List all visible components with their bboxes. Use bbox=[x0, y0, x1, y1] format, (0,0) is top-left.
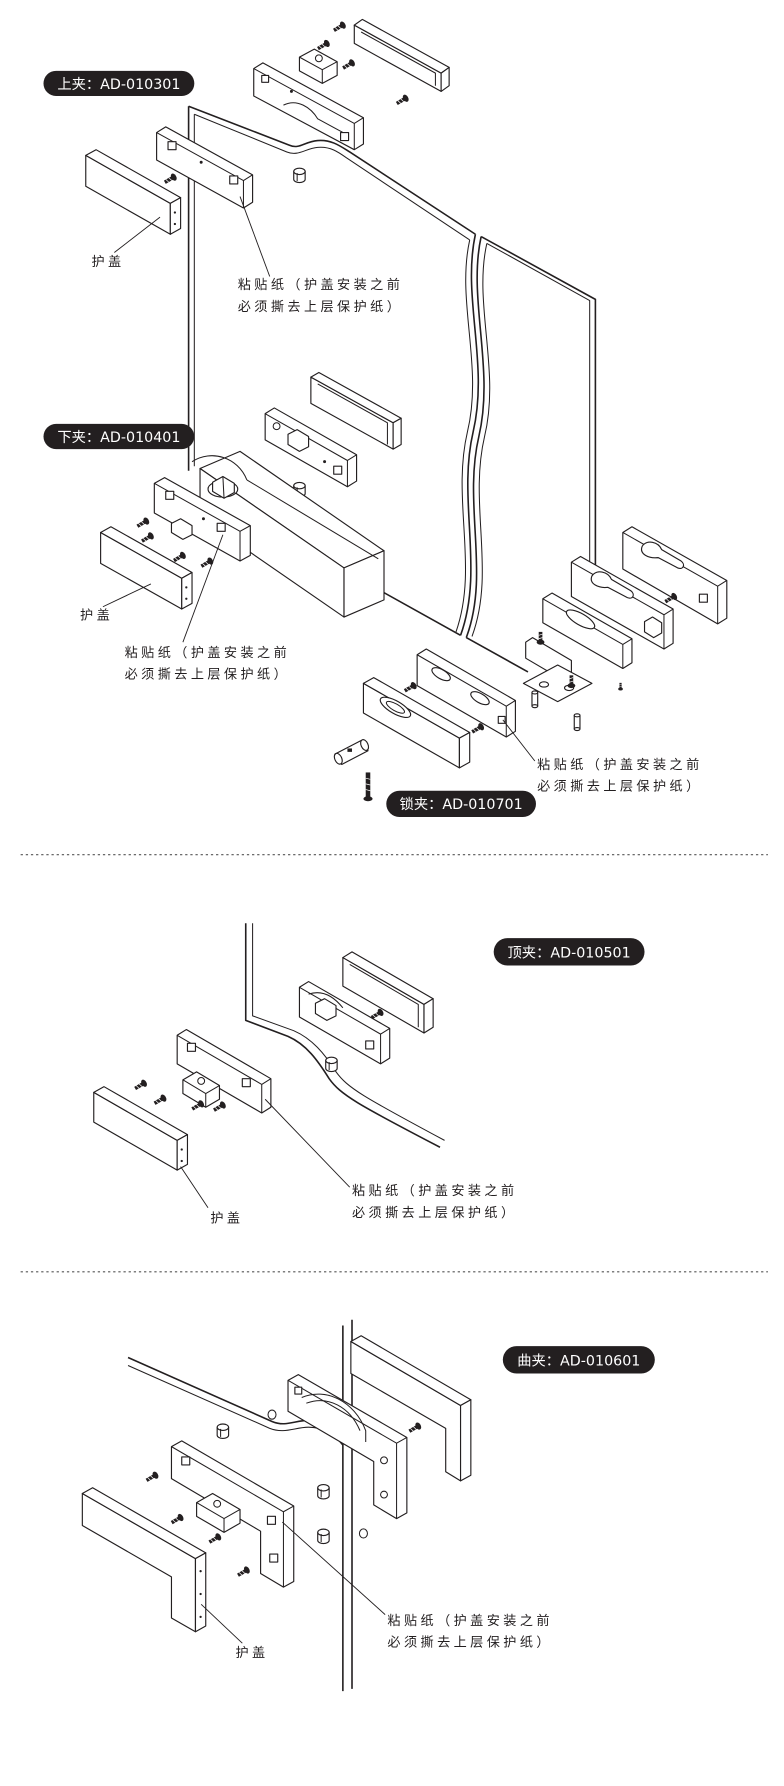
bottom-sticker-note-line-1: 粘贴纸（护盖安装之前 bbox=[125, 644, 291, 661]
screw-icon bbox=[331, 20, 348, 34]
screw-icon bbox=[152, 1093, 168, 1107]
screw-icon bbox=[144, 1470, 160, 1485]
glass-pin-knob-icon bbox=[293, 167, 306, 184]
bottom-clamp-inner-plate bbox=[153, 477, 251, 562]
corner-patch-label: 曲夹：AD-010601 bbox=[502, 1346, 655, 1374]
top-patch-cover-caption: 护盖 bbox=[210, 1211, 243, 1227]
top-clamp-label-text: 上夹：AD-010301 bbox=[57, 76, 180, 93]
lock-keeper-plate bbox=[570, 555, 674, 650]
floor-patch-box bbox=[191, 450, 385, 618]
cover-leader-line bbox=[200, 1603, 243, 1644]
pin-icon bbox=[531, 690, 539, 709]
screw-icon bbox=[235, 1565, 252, 1579]
screw-icon bbox=[207, 1531, 223, 1546]
cover-leader-line bbox=[180, 1166, 209, 1209]
section-1-door-assembly: 上夹：AD-010301 护盖 粘贴纸（护盖安装之前 必须撕去上层保护纸） bbox=[43, 18, 728, 818]
sticker-leader-line bbox=[281, 1521, 386, 1615]
pin-icon bbox=[573, 713, 581, 732]
top-sticker-note-line-1: 粘贴纸（护盖安装之前 bbox=[238, 276, 404, 293]
top-clamp-outer-cover bbox=[353, 18, 450, 92]
screw-icon bbox=[162, 172, 179, 186]
sticker-leader-line bbox=[182, 534, 224, 643]
screw-icon bbox=[135, 516, 151, 530]
corner-patch-sticker-note-line-2: 必须撕去上层保护纸） bbox=[387, 1635, 553, 1651]
section-2-top-patch-assembly: 顶夹：AD-010501 粘贴纸（护盖安装之前 必须撕去上层保护纸） 护盖 bbox=[93, 923, 645, 1227]
bottom-clamp-outer-cover bbox=[310, 371, 402, 450]
bottom-clamp-label: 下夹：AD-010401 bbox=[43, 423, 195, 450]
top-clamp-pivot-block bbox=[298, 48, 338, 84]
corner-patch-pivot-block bbox=[196, 1492, 241, 1533]
top-clamp-hinge-body bbox=[253, 62, 365, 151]
top-patch-pivot-block bbox=[182, 1071, 221, 1108]
screw-icon bbox=[132, 1078, 149, 1093]
lock-sticker-note-line-2: 必须撕去上层保护纸） bbox=[537, 779, 703, 795]
screw-icon bbox=[315, 38, 332, 53]
screw-icon bbox=[617, 682, 624, 691]
screw-icon bbox=[536, 631, 545, 646]
bottom-clamp-protective-cover bbox=[100, 526, 193, 610]
screw-icon bbox=[340, 57, 357, 72]
top-patch-label: 顶夹：AD-010501 bbox=[493, 938, 645, 966]
screw-icon bbox=[407, 1421, 423, 1435]
bottom-sticker-note-line-2: 必须撕去上层保护纸） bbox=[125, 667, 291, 683]
top-cover-caption: 护盖 bbox=[91, 254, 124, 270]
glass-pin-knob-icon bbox=[216, 1423, 230, 1439]
lock-keeper-block bbox=[542, 592, 633, 670]
long-screw-icon bbox=[363, 772, 373, 802]
bottom-clamp-hinge-plate bbox=[264, 407, 358, 488]
lock-clamp-label: 锁夹：AD-010701 bbox=[386, 790, 536, 818]
screw-icon bbox=[139, 530, 156, 545]
cover-leader-line bbox=[114, 216, 161, 253]
glass-pin-knob-icon bbox=[325, 1056, 338, 1073]
corner-patch-outer-cover bbox=[350, 1335, 472, 1482]
lock-clamp-inner-plate bbox=[416, 648, 516, 738]
lock-clamp-parts bbox=[333, 526, 728, 802]
screw-icon bbox=[169, 1512, 186, 1527]
corner-patch-hinge-plate bbox=[287, 1374, 408, 1520]
lock-cylinder-icon bbox=[333, 739, 370, 766]
screw-icon bbox=[402, 680, 419, 695]
sticker-leader-line bbox=[502, 719, 536, 762]
top-clamp-inner-plate bbox=[156, 126, 254, 209]
corner-patch-label-text: 曲夹：AD-010601 bbox=[517, 1352, 640, 1369]
corner-patch-protective-cover bbox=[81, 1487, 207, 1633]
bottom-clamp-label-text: 下夹：AD-010401 bbox=[57, 429, 180, 446]
top-patch-outer-cover bbox=[342, 951, 434, 1034]
glass-panel-edge bbox=[244, 923, 445, 1148]
sticker-leader-line bbox=[264, 1098, 351, 1188]
corner-patch-sticker-note-line-1: 粘贴纸（护盖安装之前 bbox=[387, 1612, 553, 1629]
bottom-clamp-parts bbox=[100, 371, 402, 643]
top-patch-label-text: 顶夹：AD-010501 bbox=[508, 945, 631, 962]
bottom-cover-caption: 护盖 bbox=[80, 607, 113, 623]
sticker-leader-line bbox=[239, 196, 271, 277]
corner-patch-cover-caption: 护盖 bbox=[235, 1645, 268, 1661]
screw-icon bbox=[394, 93, 411, 108]
top-patch-sticker-note-line-2: 必须撕去上层保护纸） bbox=[352, 1205, 518, 1221]
glass-pin-knob-icon bbox=[317, 1528, 330, 1545]
section-3-corner-patch-assembly: 曲夹：AD-010601 粘贴纸（护盖安装之前 必须撕去上层保护纸） 护盖 bbox=[81, 1319, 655, 1692]
top-clamp-label: 上夹：AD-010301 bbox=[43, 70, 195, 96]
lock-clamp-protective-cover bbox=[362, 677, 471, 769]
top-patch-hinge-plate bbox=[298, 980, 391, 1065]
glass-pin-knob-icon bbox=[317, 1483, 330, 1500]
top-patch-sticker-note-line-1: 粘贴纸（护盖安装之前 bbox=[352, 1182, 518, 1199]
lock-sticker-note-line-1: 粘贴纸（护盖安装之前 bbox=[537, 756, 703, 773]
top-clamp-protective-cover bbox=[85, 149, 182, 235]
top-patch-inner-plate bbox=[176, 1028, 272, 1114]
top-clamp-parts bbox=[85, 18, 450, 277]
lock-strike-bracket bbox=[522, 637, 593, 703]
lock-clamp-label-text: 锁夹：AD-010701 bbox=[400, 796, 523, 813]
cover-leader-line bbox=[102, 583, 152, 608]
lock-keeper-outer-cover bbox=[622, 526, 728, 625]
top-patch-protective-cover bbox=[93, 1086, 189, 1171]
top-sticker-note-line-2: 必须撕去上层保护纸） bbox=[238, 299, 404, 315]
